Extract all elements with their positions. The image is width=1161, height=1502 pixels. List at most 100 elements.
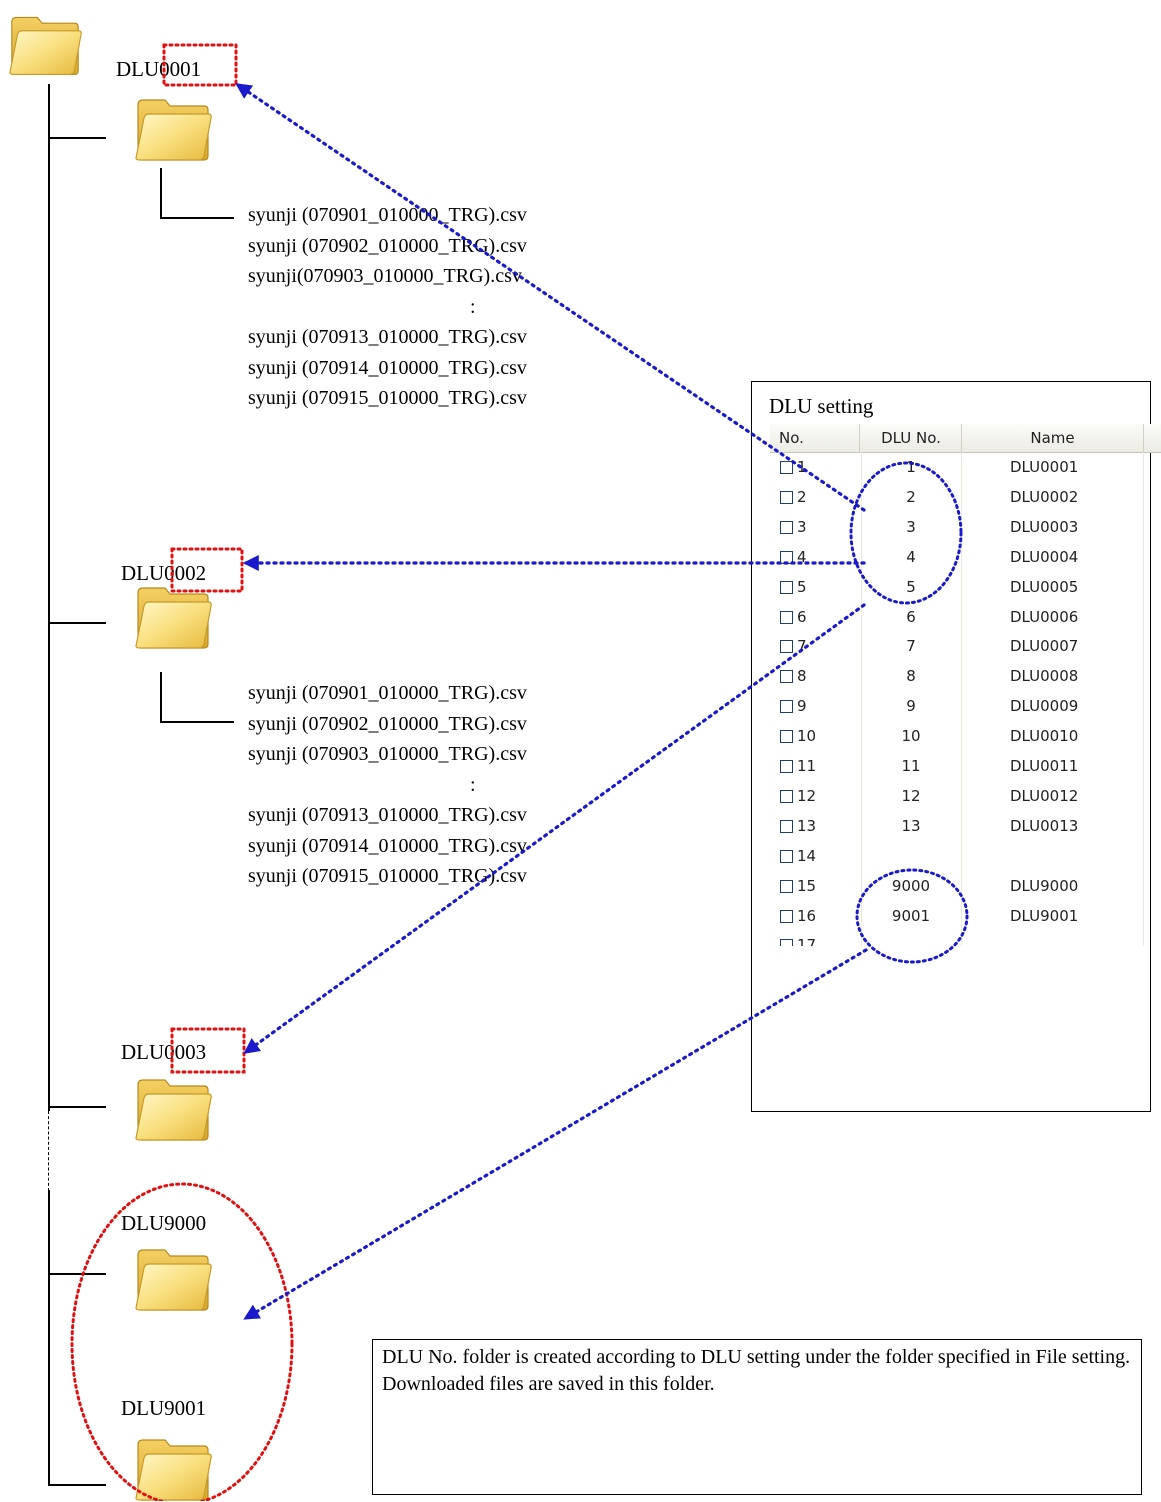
folder-label-dlu9001: DLU9001 bbox=[121, 1396, 207, 1420]
row-checkbox[interactable] bbox=[780, 640, 793, 654]
file-item: syunji (070902_010000_TRG).csv bbox=[248, 234, 527, 257]
cell-no: 2 bbox=[797, 487, 807, 506]
cell-dlu-no: 8 bbox=[906, 667, 916, 686]
column-header-name[interactable]: Name bbox=[962, 424, 1144, 452]
row-checkbox[interactable] bbox=[780, 670, 793, 684]
cell-dlu-no: 13 bbox=[901, 816, 921, 835]
cell-name: DLU9001 bbox=[1010, 906, 1079, 925]
row-checkbox[interactable] bbox=[780, 849, 793, 863]
branch-dlu9001 bbox=[48, 1484, 106, 1486]
file-branch-2-vertical bbox=[160, 672, 162, 722]
file-branch-1-vertical bbox=[160, 168, 162, 218]
row-checkbox[interactable] bbox=[780, 789, 793, 803]
row-checkbox[interactable] bbox=[780, 939, 793, 946]
cell-name: DLU9000 bbox=[1010, 876, 1079, 895]
cell-dlu-no: 1 bbox=[906, 458, 916, 476]
file-item: syunji (070901_010000_TRG).csv bbox=[248, 682, 527, 704]
row-checkbox[interactable] bbox=[780, 520, 793, 534]
row-checkbox[interactable] bbox=[780, 730, 793, 744]
table-row[interactable]: 14 bbox=[770, 841, 1161, 871]
note-box: DLU No. folder is created according to D… bbox=[372, 1339, 1142, 1495]
folder-icon-dlu0002 bbox=[134, 584, 212, 650]
cell-no: 4 bbox=[797, 547, 807, 566]
column-header-no[interactable]: No. bbox=[770, 424, 860, 452]
branch-dlu0003 bbox=[48, 1106, 106, 1108]
root-folder-icon bbox=[8, 12, 82, 78]
cell-name: DLU0013 bbox=[1010, 816, 1079, 835]
folder-label-dlu9000: DLU9000 bbox=[121, 1211, 207, 1235]
folder-icon-dlu0003 bbox=[134, 1076, 212, 1142]
column-divider bbox=[961, 452, 962, 946]
row-checkbox[interactable] bbox=[780, 580, 793, 594]
file-item: syunji (070903_010000_TRG).csv bbox=[248, 743, 527, 765]
cell-name: DLU0005 bbox=[1010, 577, 1079, 596]
cell-name: DLU0007 bbox=[1010, 637, 1079, 656]
row-checkbox[interactable] bbox=[780, 909, 793, 923]
row-checkbox[interactable] bbox=[780, 700, 793, 714]
branch-dlu0001 bbox=[48, 137, 106, 139]
cell-dlu-no: 9 bbox=[906, 697, 916, 716]
row-checkbox[interactable] bbox=[780, 610, 793, 624]
file-branch-1-horizontal bbox=[160, 217, 234, 219]
cell-no: 13 bbox=[797, 816, 817, 835]
cell-dlu-no: 5 bbox=[906, 577, 916, 596]
row-checkbox[interactable] bbox=[780, 490, 793, 504]
row-checkbox[interactable] bbox=[780, 760, 793, 773]
tree-trunk-line-lower bbox=[48, 1190, 50, 1485]
folder-icon-dlu0001 bbox=[134, 96, 212, 162]
cell-no: 8 bbox=[797, 667, 807, 686]
file-list-dlu0001: syunji (070901_010000_TRG).csv syunji (0… bbox=[248, 200, 527, 414]
file-item: syunji (070901_010000_TRG).csv bbox=[248, 204, 527, 226]
ellipsis-marker: : bbox=[470, 295, 476, 318]
table-row[interactable]: 17 bbox=[770, 930, 1161, 946]
note-line-1: DLU No. folder is created according to D… bbox=[382, 1346, 1131, 1368]
cell-dlu-no: 2 bbox=[906, 487, 916, 506]
table-row[interactable]: 13 13 DLU0013 bbox=[770, 811, 1161, 841]
cell-name: DLU0012 bbox=[1010, 786, 1079, 805]
file-branch-2-horizontal bbox=[160, 721, 234, 723]
table-row[interactable]: 2 2 DLU0002 bbox=[770, 482, 1161, 512]
folder-label-dlu0001: DLU0001 bbox=[116, 57, 202, 81]
table-row[interactable]: 12 12 DLU0012 bbox=[770, 781, 1161, 811]
cell-no: 9 bbox=[797, 697, 807, 716]
folder-label-dlu0002: DLU0002 bbox=[121, 561, 207, 585]
cell-dlu-no: 11 bbox=[901, 757, 921, 775]
cell-dlu-no: 7 bbox=[906, 637, 916, 656]
file-item: syunji (070913_010000_TRG).csv bbox=[248, 326, 527, 348]
cell-name: DLU0011 bbox=[1010, 757, 1079, 775]
row-checkbox[interactable] bbox=[780, 461, 793, 474]
column-divider bbox=[1143, 452, 1144, 946]
cell-name: DLU0008 bbox=[1010, 667, 1079, 686]
cell-name: DLU0001 bbox=[1010, 458, 1079, 476]
table-row[interactable]: 8 8 DLU0008 bbox=[770, 661, 1161, 691]
cell-name: DLU0004 bbox=[1010, 547, 1079, 566]
column-header-dlu-no[interactable]: DLU No. bbox=[861, 424, 962, 452]
row-checkbox[interactable] bbox=[780, 879, 793, 893]
cell-no: 12 bbox=[797, 786, 817, 805]
cell-dlu-no: 12 bbox=[901, 786, 921, 805]
branch-dlu0002 bbox=[48, 622, 106, 624]
cell-name: DLU0002 bbox=[1010, 487, 1079, 506]
file-item: syunji (070915_010000_TRG).csv bbox=[248, 865, 527, 887]
note-line-2: Downloaded files are saved in this folde… bbox=[382, 1373, 715, 1395]
table-header: No. DLU No. Name bbox=[770, 424, 1161, 453]
cell-dlu-no: 3 bbox=[906, 517, 916, 536]
panel-title: DLU setting bbox=[769, 394, 874, 418]
tree-trunk-line bbox=[48, 84, 50, 1111]
row-checkbox[interactable] bbox=[780, 550, 793, 564]
folder-icon-dlu9001 bbox=[134, 1436, 212, 1502]
row-checkbox[interactable] bbox=[780, 819, 793, 833]
